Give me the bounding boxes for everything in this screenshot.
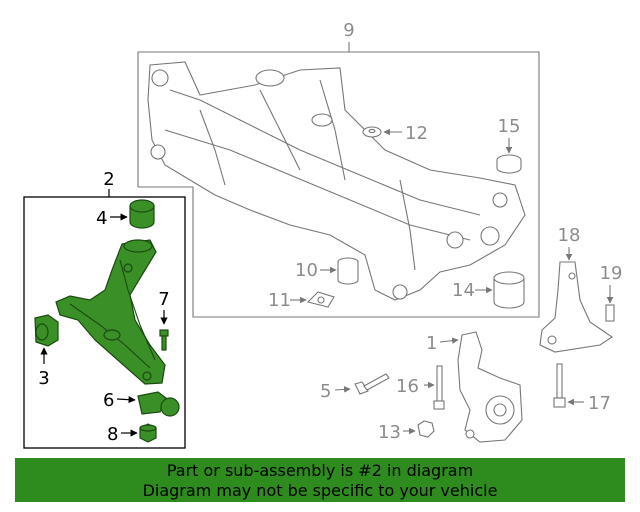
- bolt-5: 5: [320, 373, 390, 402]
- callout-11-label: 11: [268, 290, 291, 311]
- bracket-18: 18: [539, 225, 613, 353]
- bolt-19: 19: [600, 263, 623, 322]
- callout-5-label: 5: [320, 381, 331, 402]
- subframe-group: [137, 42, 540, 318]
- callout-9-label: 9: [343, 20, 354, 41]
- callout-2-label: 2: [103, 169, 114, 190]
- nut-8: 8: [107, 423, 157, 445]
- callout-4-label: 4: [96, 208, 107, 229]
- banner-line-2: Diagram may not be specific to your vehi…: [142, 481, 498, 500]
- callout-9: 9: [343, 20, 354, 41]
- callout-3-label: 3: [38, 368, 49, 389]
- bushing-3: 3: [34, 314, 59, 389]
- callout-10: 10: [295, 260, 337, 281]
- bolt-17: 17: [553, 363, 611, 414]
- callout-15-label: 15: [498, 116, 521, 137]
- callout-10-label: 10: [295, 260, 318, 281]
- bolt-7: 7: [158, 289, 170, 351]
- info-banner: Part or sub-assembly is #2 in diagram Di…: [15, 458, 625, 502]
- callout-11: 11: [268, 290, 307, 311]
- callout-17-label: 17: [588, 393, 611, 414]
- callout-13-label: 13: [378, 422, 401, 443]
- parts-diagram: 9 12 15 10 11 14 18 19 1: [23, 20, 623, 449]
- lower-control-arm: [55, 239, 166, 385]
- callout-12: 12: [383, 123, 428, 144]
- callout-6-label: 6: [103, 390, 114, 411]
- nut-13: 13: [378, 420, 435, 443]
- ball-joint-6: 6: [103, 390, 180, 417]
- callout-14-label: 14: [452, 280, 475, 301]
- callout-1-label: 1: [426, 333, 437, 354]
- callout-14: 14: [452, 280, 493, 301]
- knuckle-1: 1: [426, 331, 523, 443]
- callout-19-label: 19: [600, 263, 623, 284]
- callout-18-label: 18: [558, 225, 581, 246]
- callout-15: 15: [498, 116, 521, 154]
- bolt-16: 16: [396, 365, 445, 410]
- lower-arm-assembly-group: 2 4 3 7: [23, 169, 186, 449]
- callout-8-label: 8: [107, 424, 118, 445]
- callout-7-label: 7: [158, 289, 169, 310]
- bushing-4: 4: [96, 199, 155, 229]
- callout-16-label: 16: [396, 376, 419, 397]
- banner-line-1: Part or sub-assembly is #2 in diagram: [166, 461, 474, 480]
- callout-12-label: 12: [405, 123, 428, 144]
